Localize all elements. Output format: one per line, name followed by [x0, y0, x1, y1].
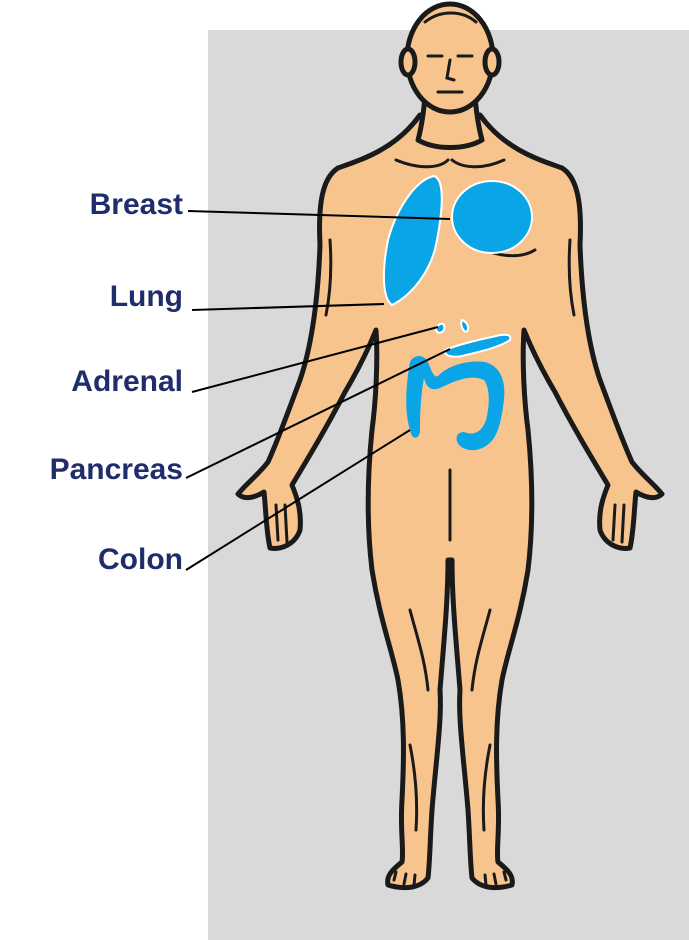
head: [407, 4, 493, 112]
breast-organ: [452, 181, 532, 253]
breast-label: Breast: [90, 188, 183, 222]
pancreas-label: Pancreas: [50, 453, 183, 487]
adrenal-label: Adrenal: [71, 365, 183, 399]
adrenal-organ-left: [436, 324, 444, 333]
right-ear: [485, 49, 499, 75]
colon-label: Colon: [98, 543, 183, 577]
lung-label: Lung: [110, 280, 183, 314]
left-ear: [401, 49, 415, 75]
